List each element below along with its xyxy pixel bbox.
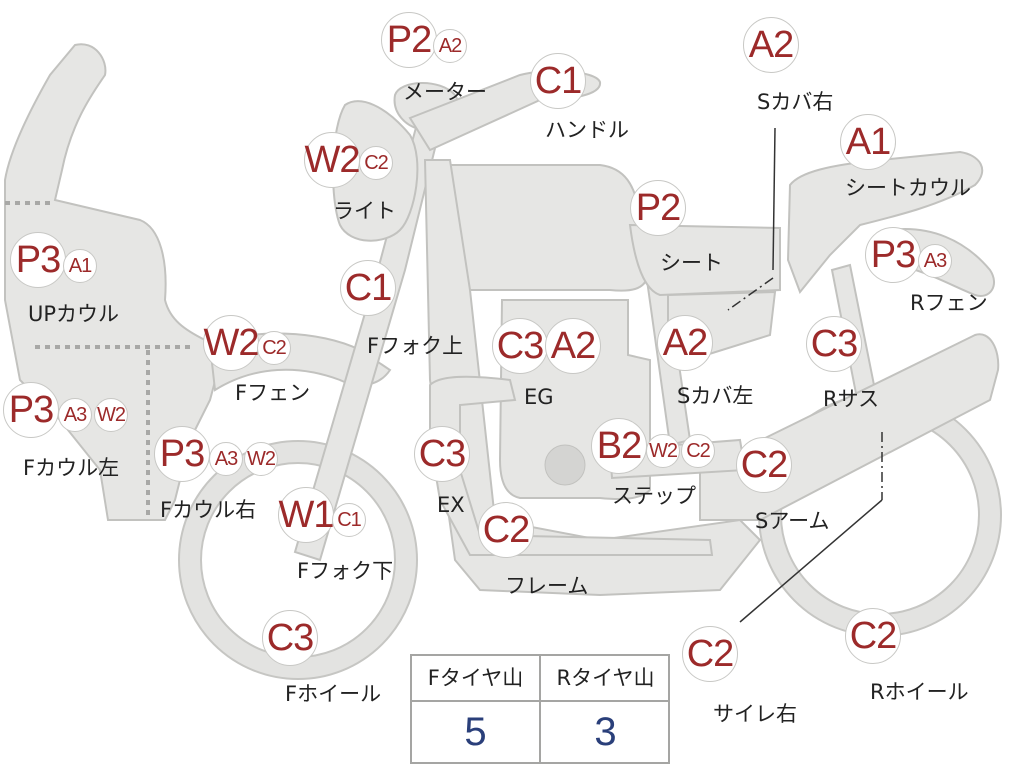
step-label: ステップ [612, 484, 696, 508]
seat-shape [628, 223, 781, 297]
seat-cowl-grade-1: A1 [840, 114, 896, 170]
up-cowl-grade-2: A1 [63, 249, 97, 283]
exhaust-label: EX [437, 493, 465, 517]
engine-label: EG [524, 385, 554, 409]
handle-label: ハンドル [545, 118, 629, 142]
exhaust-grade-1: C3 [414, 426, 470, 482]
light-grade-2: C2 [359, 146, 393, 180]
f-cowl-right-grade-3: W2 [244, 442, 278, 476]
front-tire-value: 5 [412, 702, 541, 762]
f-fork-upper-label: Fフォク上 [367, 334, 464, 358]
f-fender-grade-2: C2 [257, 331, 291, 365]
frame-label: フレーム [505, 574, 589, 598]
silencer-leader-line [739, 499, 883, 623]
engine-grade-1: C3 [492, 318, 548, 374]
f-cowl-right-grade-2: A3 [209, 442, 243, 476]
s-cover-left-label: Sカバ左 [677, 384, 754, 408]
f-cowl-left-grade-3: W2 [94, 398, 128, 432]
r-fender-grade-1: P3 [865, 227, 921, 283]
up-cowl-grade-1: P3 [10, 232, 66, 288]
rear-tire-header: Rタイヤ山 [541, 656, 670, 702]
f-fender-grade-1: W2 [203, 315, 260, 371]
f-wheel-grade-1: C3 [262, 610, 318, 666]
light-label: ライト [333, 199, 396, 223]
tire-tread-table: Fタイヤ山 Rタイヤ山 5 3 [410, 654, 670, 764]
r-wheel-grade-1: C2 [845, 608, 901, 664]
r-wheel-label: Rホイール [870, 680, 969, 704]
s-cover-left-grade-1: A2 [657, 315, 713, 371]
f-fender-label: Fフェン [235, 381, 311, 405]
seat-cowl-label: シートカウル [845, 176, 971, 200]
handle-grade-1: C1 [530, 53, 586, 109]
seat-grade-1: P2 [630, 180, 686, 236]
up-cowl-label: UPカウル [28, 302, 120, 326]
f-fork-lower-grade-2: C1 [332, 503, 366, 537]
f-fork-lower-label: Fフォク下 [297, 559, 394, 583]
f-cowl-right-grade-1: P3 [154, 426, 210, 482]
f-cowl-left-grade-1: P3 [3, 382, 59, 438]
fuel-tank-shape [439, 164, 650, 292]
seat-cowl-shape [786, 150, 984, 294]
f-wheel-label: Fホイール [285, 682, 382, 706]
meter-label: メーター [403, 80, 487, 104]
swing-arm-label: Sアーム [755, 509, 830, 533]
s-cover-right-leader-dash [727, 277, 774, 311]
exhaust-shape [429, 375, 714, 556]
r-suspension-grade-1: C3 [806, 316, 862, 372]
f-cowl-right-label: Fカウル右 [160, 498, 257, 522]
s-cover-right-leader [772, 127, 776, 271]
meter-grade-1: P2 [381, 12, 437, 68]
front-cowl-shape [4, 43, 224, 521]
swing-arm-grade-1: C2 [736, 437, 792, 493]
step-grade-3: C2 [681, 434, 715, 468]
s-cover-right-grade-1: A2 [743, 17, 799, 73]
silencer-right-label: サイレ右 [713, 702, 797, 726]
light-grade-1: W2 [304, 132, 361, 188]
step-grade-2: W2 [646, 434, 680, 468]
frame-grade-1: C2 [478, 502, 534, 558]
seat-label: シート [660, 251, 723, 275]
engine-grade-2: A2 [545, 318, 601, 374]
rear-tire-value: 3 [594, 710, 617, 754]
front-tire-header: Fタイヤ山 [412, 656, 541, 702]
frame-shape [423, 159, 762, 597]
f-fork-upper-grade-1: C1 [340, 260, 396, 316]
r-fender-label: Rフェン [910, 291, 988, 315]
step-grade-1: B2 [591, 418, 647, 474]
engine-cover-shape [544, 444, 586, 486]
f-cowl-left-label: Fカウル左 [23, 456, 120, 480]
r-suspension-label: Rサス [823, 387, 880, 411]
silencer-right-grade-1: C2 [682, 626, 738, 682]
front-wheel-shape [179, 441, 417, 679]
f-cowl-left-grade-2: A3 [58, 398, 92, 432]
s-cover-right-label: Sカバ右 [757, 90, 834, 114]
f-fork-lower-grade-1: W1 [278, 487, 335, 543]
meter-grade-2: A2 [433, 29, 467, 63]
r-fender-grade-2: A3 [918, 244, 952, 278]
